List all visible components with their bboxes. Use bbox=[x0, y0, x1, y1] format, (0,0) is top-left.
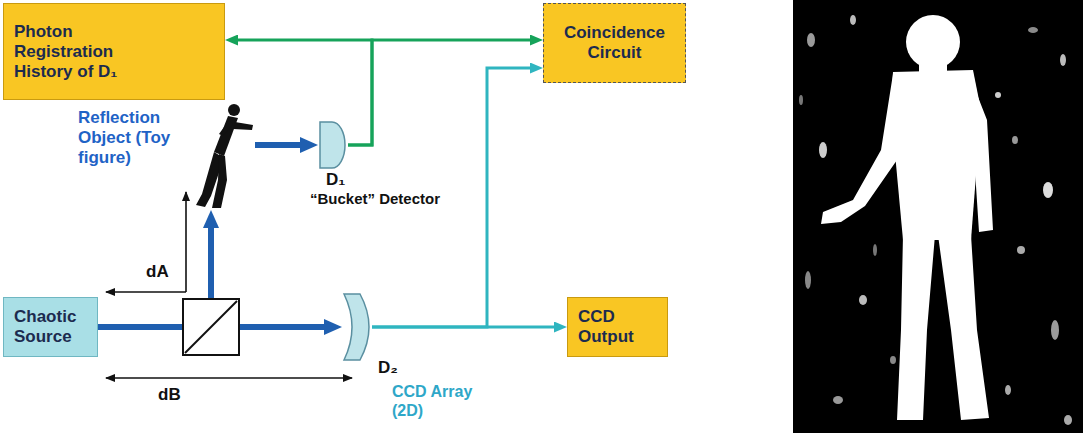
ccd-outline bbox=[344, 294, 369, 360]
noise-speck bbox=[873, 244, 877, 256]
noise-speck bbox=[1028, 27, 1038, 33]
figure-arm bbox=[219, 120, 233, 136]
registration-box: Photon Registration History of D₁ bbox=[3, 3, 225, 100]
box-label: Coincidence Circuit bbox=[554, 23, 675, 63]
noise-speck bbox=[807, 33, 815, 47]
detector-name: D₁ bbox=[326, 170, 345, 190]
box-text-group: Photon Registration History of D₁ bbox=[14, 22, 144, 82]
noise-speck bbox=[995, 92, 1001, 98]
dimension-arrow bbox=[185, 192, 187, 292]
detector-name: D₂ bbox=[378, 358, 398, 378]
figure-arm bbox=[233, 122, 253, 130]
output-box: CCD Output bbox=[567, 297, 668, 357]
noise-speck bbox=[1043, 182, 1053, 198]
noise-speck bbox=[805, 271, 811, 289]
signal-connector bbox=[372, 326, 554, 329]
detector-label: “Bucket” Detector bbox=[310, 190, 440, 208]
noise-speck bbox=[1005, 385, 1011, 395]
detector-outline bbox=[320, 122, 345, 168]
noise-speck bbox=[890, 356, 896, 364]
box-label: Photon Registration History of D₁ bbox=[14, 22, 144, 82]
box-label: CCD Output bbox=[578, 307, 657, 347]
signal-connector bbox=[255, 142, 300, 148]
noise-speck bbox=[850, 15, 856, 25]
beam-splitter-diagonal bbox=[185, 301, 237, 353]
reflection-object: Reflection Object (Toy figure) bbox=[75, 100, 260, 215]
image-background bbox=[793, 0, 1083, 433]
noise-speck bbox=[819, 142, 827, 158]
silhouette-arm bbox=[821, 74, 903, 224]
figure-head bbox=[228, 104, 240, 116]
figure-silhouette bbox=[196, 104, 253, 208]
silhouette-leg bbox=[897, 235, 935, 420]
ccd-array-shape bbox=[342, 292, 372, 362]
noise-speck bbox=[1060, 54, 1066, 66]
dimension-label: dA bbox=[146, 262, 169, 282]
coincidence-box: Coincidence Circuit bbox=[543, 3, 686, 83]
noise-speck bbox=[859, 295, 867, 305]
detector-label: CCD Array (2D) bbox=[392, 382, 482, 420]
ghost-silhouette bbox=[821, 15, 993, 420]
box-label: Chaotic Source bbox=[14, 307, 87, 347]
silhouette-arm bbox=[963, 74, 993, 232]
noise-speck bbox=[833, 396, 843, 404]
beam-splitter bbox=[183, 299, 239, 355]
signal-connector bbox=[348, 40, 530, 145]
object-label: Reflection Object (Toy figure) bbox=[78, 108, 190, 168]
bucket-detector: D₁“Bucket” Detector bbox=[310, 120, 480, 210]
noise-speck bbox=[799, 95, 803, 105]
box-text-group: Coincidence Circuit bbox=[554, 23, 675, 63]
figure-leg bbox=[212, 154, 227, 208]
bucket-detector-shape bbox=[318, 120, 348, 170]
noise-speck bbox=[1051, 320, 1059, 340]
dimension-arrow bbox=[106, 377, 352, 379]
box-text-group: Chaotic Source bbox=[14, 307, 87, 347]
dimension-label: dB bbox=[158, 385, 181, 405]
box-text-group: CCD Output bbox=[578, 307, 657, 347]
silhouette-leg bbox=[938, 235, 989, 420]
figure-torso bbox=[214, 116, 238, 156]
noise-speck bbox=[1064, 415, 1072, 425]
ccd-array: D₂ CCD Array (2D) bbox=[342, 292, 492, 427]
toy-figure bbox=[193, 100, 255, 210]
image-noise bbox=[799, 15, 1072, 425]
signal-connector bbox=[238, 40, 372, 145]
noise-speck bbox=[1012, 136, 1018, 144]
noise-speck bbox=[1017, 246, 1025, 254]
source-box: Chaotic Source bbox=[3, 297, 98, 357]
dimension-arrow bbox=[106, 291, 186, 293]
ghost-image bbox=[793, 0, 1083, 433]
